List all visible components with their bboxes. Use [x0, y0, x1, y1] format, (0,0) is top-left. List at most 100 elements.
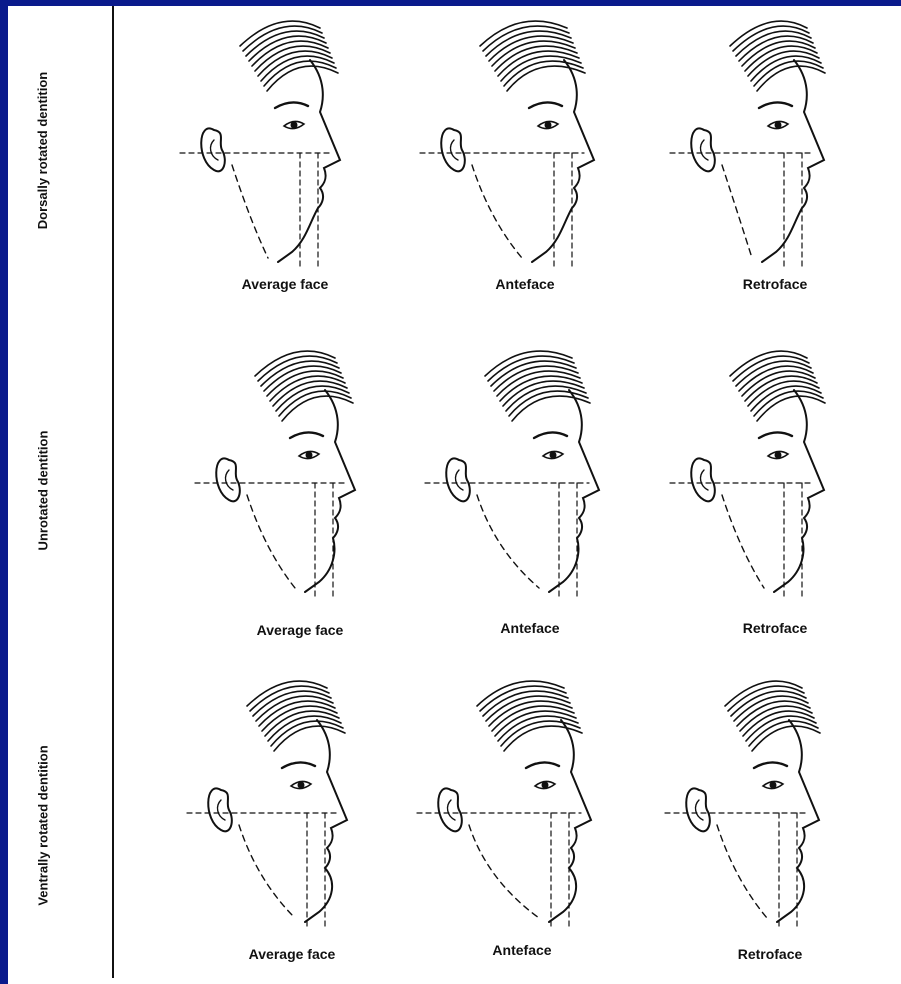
face-panel-unrotated-average: Average face — [185, 330, 415, 630]
face-caption: Average face — [177, 946, 407, 962]
profile-drawing — [660, 330, 890, 605]
face-profile-line — [305, 390, 355, 592]
face-panel-unrotated-anteface: Anteface — [415, 330, 645, 630]
face-profile-line — [305, 720, 347, 922]
ear-inner — [448, 800, 455, 820]
face-profile-line — [549, 720, 591, 922]
face-caption: Retroface — [660, 620, 890, 636]
hair-stroke — [274, 726, 345, 751]
eye-pupil — [299, 783, 304, 788]
hair-strokes — [240, 21, 338, 91]
face-profile-line — [532, 60, 594, 262]
hair-strokes — [255, 351, 353, 421]
hair-stroke — [752, 726, 820, 751]
hair-stroke — [757, 66, 825, 91]
face-panel-ventral-retroface: Retroface — [655, 660, 885, 960]
profile-group — [420, 21, 594, 268]
face-panel-dorsal-retroface: Retroface — [660, 0, 890, 300]
face-caption: Retroface — [655, 946, 885, 962]
profile-group — [180, 21, 340, 268]
profile-group — [670, 351, 825, 598]
face-caption: Average face — [185, 622, 415, 638]
profile-drawing — [407, 660, 637, 935]
eye-pupil — [776, 123, 781, 128]
ear-outline — [208, 788, 232, 831]
row-label-text: Unrotated dentition — [36, 430, 51, 550]
profile-drawing — [415, 330, 645, 605]
jaw-line — [472, 165, 522, 258]
row-label-ventral: Ventrally rotated dentition — [28, 690, 58, 960]
face-profile-line — [762, 60, 824, 262]
face-caption: Anteface — [407, 942, 637, 958]
eye-pupil — [551, 453, 556, 458]
jaw-line — [477, 495, 539, 588]
ear-outline — [446, 458, 470, 501]
profile-group — [665, 681, 820, 928]
profile-drawing — [185, 330, 415, 605]
row-label-dorsal: Dorsally rotated dentition — [28, 20, 58, 280]
ear-outline — [438, 788, 462, 831]
jaw-line — [232, 165, 268, 258]
face-profile-line — [549, 390, 599, 592]
ear-outline — [686, 788, 710, 831]
eye-pupil — [307, 453, 312, 458]
hair-strokes — [730, 21, 825, 91]
profile-drawing — [410, 0, 640, 275]
profile-group — [425, 351, 599, 598]
eye-pupil — [546, 123, 551, 128]
face-panel-ventral-average: Average face — [177, 660, 407, 960]
face-panel-ventral-anteface: Anteface — [407, 660, 637, 960]
jaw-line — [247, 495, 295, 588]
profile-drawing — [170, 0, 400, 275]
eyebrow — [290, 432, 323, 438]
eyebrow — [754, 762, 787, 768]
profile-drawing — [177, 660, 407, 935]
jaw-line — [722, 495, 764, 588]
ear-inner — [451, 140, 458, 160]
jaw-line — [722, 165, 752, 258]
ear-inner — [456, 470, 463, 490]
ear-inner — [701, 470, 708, 490]
ear-inner — [696, 800, 703, 820]
hair-stroke — [282, 396, 353, 421]
hair-strokes — [725, 681, 820, 751]
ear-outline — [691, 458, 715, 501]
jaw-line — [469, 825, 539, 918]
eyebrow — [275, 102, 308, 108]
row-label-unrotated: Unrotated dentition — [28, 360, 58, 620]
eyebrow — [534, 432, 567, 438]
hair-stroke — [267, 66, 338, 91]
ear-outline — [691, 128, 715, 171]
eye-pupil — [543, 783, 548, 788]
eyebrow — [759, 102, 792, 108]
face-profile-line — [774, 390, 824, 592]
ear-inner — [701, 140, 708, 160]
hair-stroke — [757, 396, 825, 421]
ear-inner — [211, 140, 218, 160]
face-caption: Anteface — [410, 276, 640, 292]
ear-outline — [441, 128, 465, 171]
jaw-line — [717, 825, 767, 918]
hair-strokes — [247, 681, 345, 751]
face-profile-line — [777, 720, 819, 922]
eyebrow — [526, 762, 559, 768]
face-caption: Anteface — [415, 620, 645, 636]
face-caption: Retroface — [660, 276, 890, 292]
hair-strokes — [730, 351, 825, 421]
eyebrow — [759, 432, 792, 438]
eyebrow — [529, 102, 562, 108]
profile-group — [670, 21, 825, 268]
eye-pupil — [771, 783, 776, 788]
face-panel-dorsal-average: Average face — [170, 0, 400, 300]
ear-outline — [201, 128, 225, 171]
face-caption: Average face — [170, 276, 400, 292]
profile-drawing — [655, 660, 885, 935]
eye-pupil — [776, 453, 781, 458]
ear-outline — [216, 458, 240, 501]
jaw-line — [239, 825, 295, 918]
row-label-text: Dorsally rotated dentition — [36, 71, 51, 228]
eyebrow — [282, 762, 315, 768]
face-profile-line — [278, 60, 340, 262]
label-divider-line — [112, 6, 114, 978]
hair-strokes — [477, 681, 582, 751]
